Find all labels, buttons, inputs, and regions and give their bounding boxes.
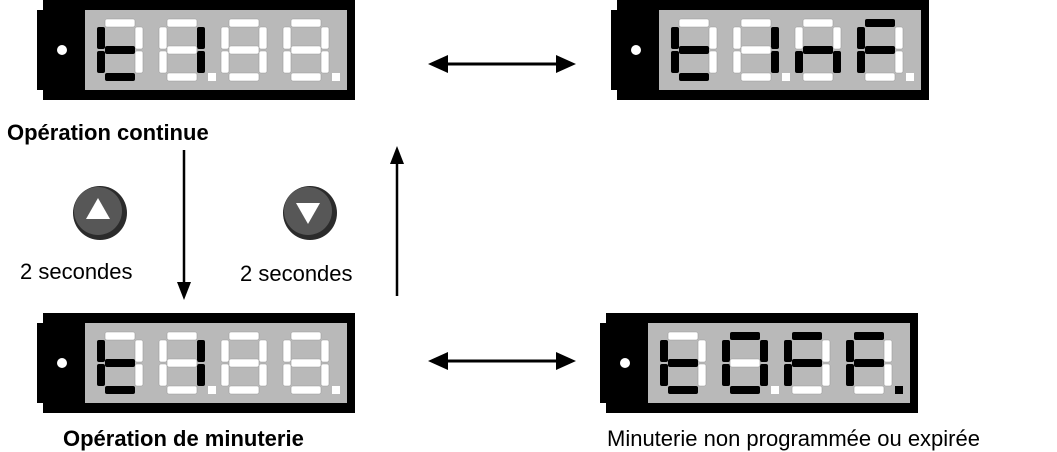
decimal-point [208,386,216,394]
digit-1 [671,18,718,81]
down-button[interactable] [281,184,339,242]
digit-3 [794,18,842,82]
digit-2 [722,332,768,394]
label-two-seconds-right: 2 secondes [240,261,353,286]
double-arrow-bottom [428,352,576,370]
decimal-point [771,386,779,394]
digit-1 [660,331,707,394]
decimal-point [208,73,216,81]
digit-2 [158,18,205,82]
down-triangle-icon [296,203,320,224]
digit-4 [282,331,330,395]
decimal-point [895,386,903,394]
display-t1nf [611,0,929,100]
label-timer-operation: Opération de minuterie [63,426,304,451]
digit-2 [732,18,779,82]
decimal-point [782,73,790,81]
up-arrow [390,146,404,296]
label-continuous-operation: Opération continue [7,120,209,145]
digit-2 [158,331,205,395]
digit-1 [97,18,144,81]
label-timer-not-programmed: Minuterie non programmée ou expirée [607,426,980,451]
display-t1-timer [37,313,355,413]
up-button[interactable] [71,184,129,242]
up-triangle-icon [86,198,110,219]
digit-3 [220,18,268,82]
digit-1 [97,331,144,394]
digit-4 [846,332,893,395]
digit-4 [857,19,904,82]
display-t0ff [600,313,918,413]
label-two-seconds-left: 2 secondes [20,259,133,284]
digit-4 [282,18,330,82]
down-arrow [177,150,191,300]
digit-3 [784,332,831,395]
decimal-point [332,73,340,81]
digit-3 [220,331,268,395]
decimal-point [906,73,914,81]
display-t1-continuous [37,0,355,100]
decimal-point [332,386,340,394]
double-arrow-top [428,55,576,73]
